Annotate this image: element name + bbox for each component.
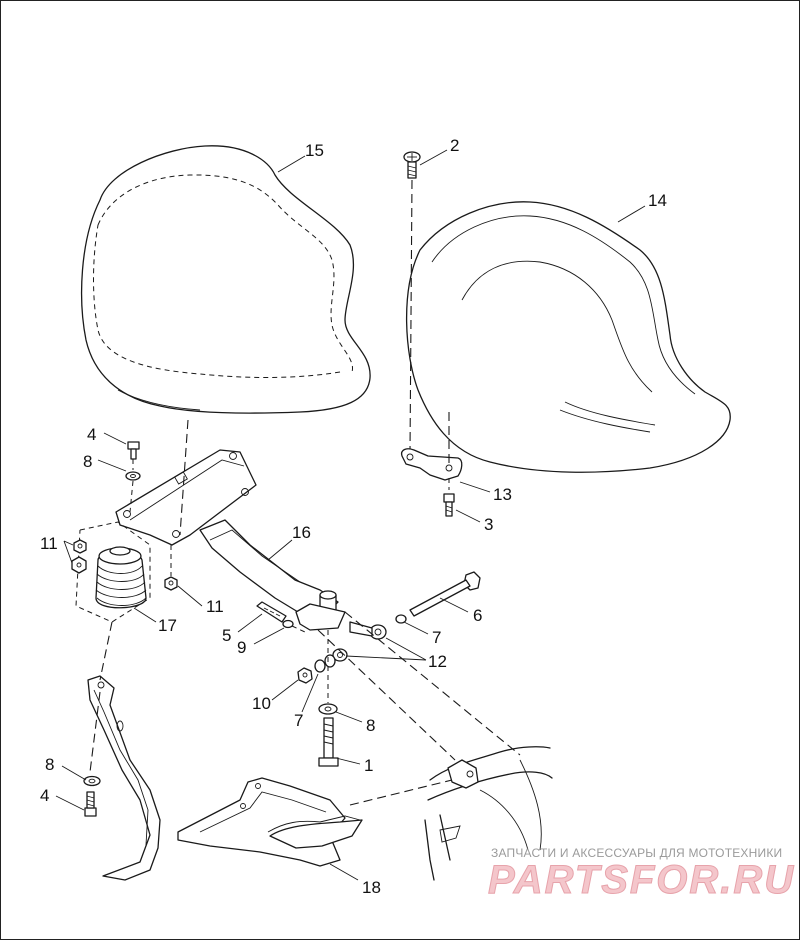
nut-11-center [164,576,178,591]
callout-leaders [55,149,646,881]
callout-3: 3 [484,515,493,534]
callout-8-center: 8 [366,716,375,735]
callout-8-lower: 8 [45,755,54,774]
leader-screw2 [409,179,413,453]
leader-spring-frame [99,621,113,681]
leader-rail-frame [349,779,453,806]
watermark-tagline: ЗАПЧАСТИ И АКСЕССУАРЫ ДЛЯ МОТОТЕХНИКИ [491,846,783,860]
long-bolt-6 [409,571,481,617]
watermark-logo: PARTSFOR.RU [487,858,796,903]
washer-8-upper [125,471,141,481]
solo-seat-15 [81,145,371,414]
rod-end-12-right [349,621,387,640]
washer-7-right [395,614,407,624]
nut-11-left-b [71,556,87,574]
callout-numbers: 15 2 14 4 8 13 3 11 16 11 17 6 5 7 9 12 … [40,136,667,897]
callout-15: 15 [305,141,324,160]
callout-9: 9 [237,638,246,657]
washer-7-center [314,659,326,673]
spring-17 [95,546,147,609]
screw-2 [403,151,421,179]
callout-13: 13 [493,485,512,504]
spacer-7 [324,654,336,668]
callout-12: 12 [428,652,447,671]
leader-washer9 [291,625,306,633]
dual-seat-14 [405,201,731,473]
bolt-3 [443,493,455,517]
leader-arm-frame-2 [344,611,521,756]
spring-group-outline [75,521,151,623]
callout-18: 18 [362,878,381,897]
callout-14: 14 [648,191,667,210]
callout-4-upper: 4 [87,425,96,444]
callout-8-upper: 8 [83,452,92,471]
callout-11-left: 11 [40,534,58,553]
washer-8-center [318,703,338,715]
leader-15-plate [179,419,189,536]
nut-10 [297,667,313,684]
bolt-4-upper [127,441,140,460]
mounting-rail-18 [177,777,363,867]
rod-end-12-lower [332,648,348,662]
callout-7-center: 7 [294,711,303,730]
seat-mount-plate-16 [115,449,346,631]
callout-17: 17 [158,616,177,635]
callout-7-right: 7 [432,628,441,647]
frame-bracket [87,675,161,881]
bracket-13 [400,448,463,481]
bolt-4-lower [84,791,97,817]
callout-2: 2 [450,136,459,155]
bolt-1 [318,717,339,767]
callout-1: 1 [364,756,373,775]
callout-16: 16 [292,523,311,542]
callout-4-lower: 4 [40,786,49,805]
nut-11-left-a [73,539,87,554]
washer-9 [282,619,294,629]
callout-5: 5 [222,626,231,645]
rear-frame-section [424,746,553,881]
callout-10: 10 [252,694,271,713]
bolt-5 [256,601,287,623]
callout-11-center: 11 [206,597,224,616]
washer-8-lower-left [83,775,101,787]
callout-6: 6 [473,606,482,625]
leader-arm-frame [317,629,456,761]
